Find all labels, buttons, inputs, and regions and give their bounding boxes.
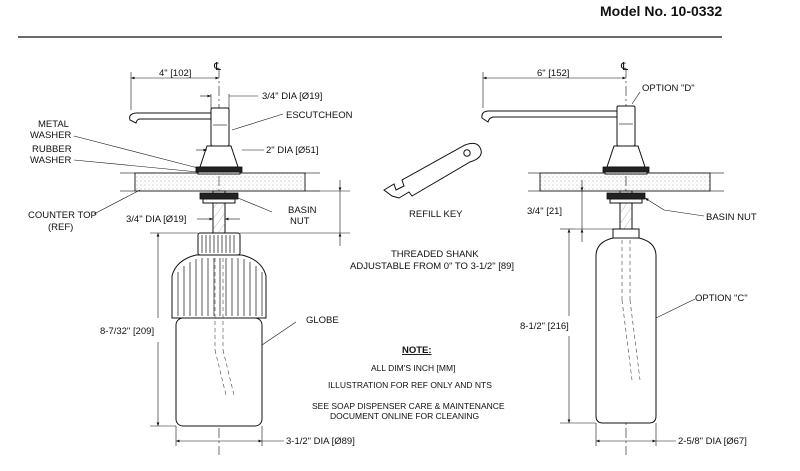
left-basin-nut bbox=[199, 192, 239, 200]
left-dim-height: 8-7/32" [209] bbox=[100, 326, 154, 337]
notes-heading: NOTE: bbox=[402, 345, 432, 356]
left-label-escutcheon: ESCUTCHEON bbox=[286, 110, 353, 121]
left-dim-shank-dia: 3/4" DIA [Ø19] bbox=[126, 214, 186, 225]
right-dispenser-view: ℄ 6" [152] OPTION "D" bbox=[481, 61, 757, 455]
left-escutcheon bbox=[199, 145, 239, 168]
left-label-counter-top-1: COUNTER TOP bbox=[28, 210, 97, 221]
left-label-globe: GLOBE bbox=[306, 315, 339, 326]
left-dim-spout-reach: 4" [102] bbox=[159, 68, 191, 79]
left-label-basin-nut-1: BASIN bbox=[288, 205, 317, 216]
right-counter-top bbox=[539, 172, 711, 192]
notes-line-2: ILLUSTRATION FOR REF ONLY AND NTS bbox=[328, 380, 492, 390]
notes-line-1: ALL DIM'S INCH [MM] bbox=[371, 363, 455, 373]
right-bottle-cap bbox=[612, 228, 640, 239]
right-label-option-c: OPTION "C" bbox=[695, 293, 748, 304]
notes-block: NOTE: ALL DIM'S INCH [MM] ILLUSTRATION F… bbox=[312, 345, 505, 421]
refill-key-label: REFILL KEY bbox=[409, 209, 463, 220]
left-label-counter-top-2: (REF) bbox=[48, 222, 73, 233]
left-label-rubber-washer-2: WASHER bbox=[30, 155, 71, 166]
notes-line-3a: SEE SOAP DISPENSER CARE & MAINTENANCE bbox=[312, 401, 505, 411]
right-label-basin-nut: BASIN NUT bbox=[706, 212, 757, 223]
left-label-threaded-shank-1: THREADED SHANK bbox=[391, 249, 479, 260]
right-dim-height: 8-1/2" [216] bbox=[520, 321, 569, 332]
left-globe-body bbox=[175, 317, 263, 427]
right-label-option-d: OPTION "D" bbox=[642, 83, 695, 94]
notes-line-3b: DOCUMENT ONLINE FOR CLEANING bbox=[330, 411, 479, 421]
left-label-rubber-washer-1: RUBBER bbox=[32, 144, 72, 155]
right-spout bbox=[481, 110, 619, 123]
right-dim-spout-reach: 6" [152] bbox=[537, 68, 569, 79]
left-globe-shoulder bbox=[171, 254, 267, 319]
left-spout bbox=[129, 112, 213, 124]
left-center-mark: ℄ bbox=[213, 61, 221, 73]
right-dim-bottle-dia: 2-5/8" DIA [Ø67] bbox=[678, 436, 747, 447]
left-label-basin-nut-2: NUT bbox=[290, 216, 310, 227]
left-dim-globe-dia: 3-1/2" DIA [Ø89] bbox=[286, 436, 355, 447]
refill-key-drawing: REFILL KEY bbox=[383, 142, 482, 220]
left-label-threaded-shank-2: ADJUSTABLE FROM 0" TO 3-1/2" [89] bbox=[350, 261, 514, 272]
left-pump-head bbox=[210, 107, 230, 147]
left-dim-escutcheon-dia: 2" DIA [Ø51] bbox=[266, 145, 318, 156]
left-dispenser-view: ℄ bbox=[28, 61, 514, 455]
model-number: Model No. 10-0332 bbox=[600, 3, 722, 19]
left-label-metal-washer-1: METAL bbox=[38, 119, 69, 130]
right-center-mark: ℄ bbox=[620, 61, 628, 73]
left-dim-spout-dia: 3/4" DIA [Ø19] bbox=[262, 91, 322, 102]
right-dim-shank: 3/4" [21] bbox=[527, 206, 562, 217]
left-counter-top bbox=[134, 172, 306, 192]
left-label-metal-washer-2: WASHER bbox=[30, 130, 71, 141]
right-escutcheon bbox=[606, 145, 646, 168]
refill-key-shape bbox=[383, 142, 482, 199]
right-basin-nut bbox=[606, 192, 646, 200]
right-pump-head bbox=[616, 105, 636, 147]
